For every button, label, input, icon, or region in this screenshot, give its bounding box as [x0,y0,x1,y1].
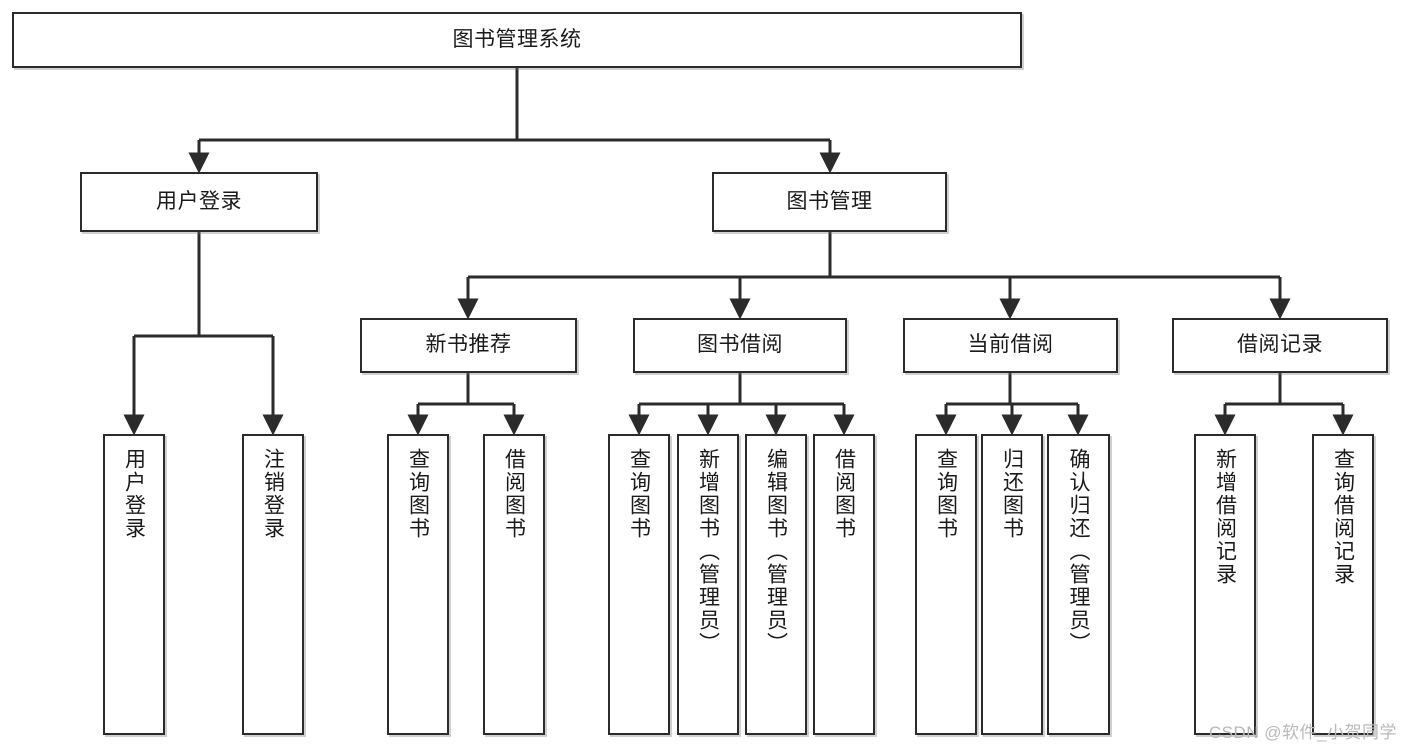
leaf-node[interactable]: 查询借阅记录 [1312,434,1374,735]
node-label: 注销登录 [261,448,285,540]
node-current-borrow[interactable]: 当前借阅 [903,318,1118,373]
leaf-node[interactable]: 确认归还（管理员） [1047,434,1110,735]
node-book-borrow[interactable]: 图书借阅 [633,318,847,373]
node-label: 当前借阅 [967,333,1054,357]
node-label: 新增图书（管理员） [696,448,720,655]
node-new-book-recommend[interactable]: 新书推荐 [360,318,577,373]
node-label: 查询图书 [627,448,651,540]
node-root-system[interactable]: 图书管理系统 [12,12,1022,68]
leaf-node[interactable]: 查询图书 [608,434,670,735]
leaf-node[interactable]: 新增图书（管理员） [677,434,739,735]
leaf-node[interactable]: 编辑图书（管理员） [745,434,807,735]
node-label: 归还图书 [1000,448,1024,540]
watermark-text: CSDN @软件_小贺同学 [1208,723,1397,742]
node-book-management[interactable]: 图书管理 [712,172,947,232]
node-label: 借阅图书 [832,448,856,540]
node-label: 借阅图书 [502,448,526,540]
node-label: 用户登录 [156,189,242,213]
leaf-node[interactable]: 新增借阅记录 [1194,434,1256,735]
node-label: 借阅记录 [1237,333,1323,357]
node-label: 编辑图书（管理员） [764,448,788,655]
node-borrow-records[interactable]: 借阅记录 [1172,318,1388,373]
node-user-login[interactable]: 用户登录 [80,172,318,232]
leaf-node[interactable]: 借阅图书 [483,434,545,735]
leaf-node[interactable]: 注销登录 [242,434,304,735]
node-label: 新增借阅记录 [1213,448,1237,586]
node-label: 查询图书 [406,448,430,540]
node-label: 图书借阅 [697,333,783,357]
leaf-node[interactable]: 归还图书 [981,434,1043,735]
node-label: 确认归还（管理员） [1067,448,1090,655]
leaf-node[interactable]: 借阅图书 [813,434,875,735]
node-label: 图书管理系统 [452,27,582,51]
node-label: 查询图书 [934,448,958,540]
leaf-node[interactable]: 用户登录 [103,434,165,735]
node-label: 用户登录 [122,448,146,540]
node-label: 查询借阅记录 [1331,448,1355,586]
leaf-node[interactable]: 查询图书 [915,434,977,735]
leaf-node[interactable]: 查询图书 [387,434,449,735]
node-label: 新书推荐 [425,333,512,357]
node-label: 图书管理 [786,189,873,213]
